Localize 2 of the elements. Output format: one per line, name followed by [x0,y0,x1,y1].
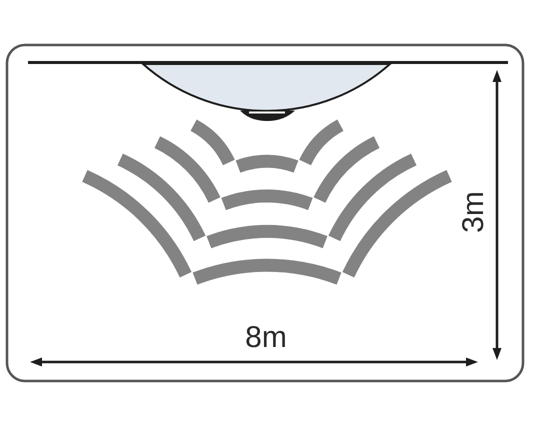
dimension-label: 8m [245,323,287,353]
dimension-label: 3m [459,191,489,233]
